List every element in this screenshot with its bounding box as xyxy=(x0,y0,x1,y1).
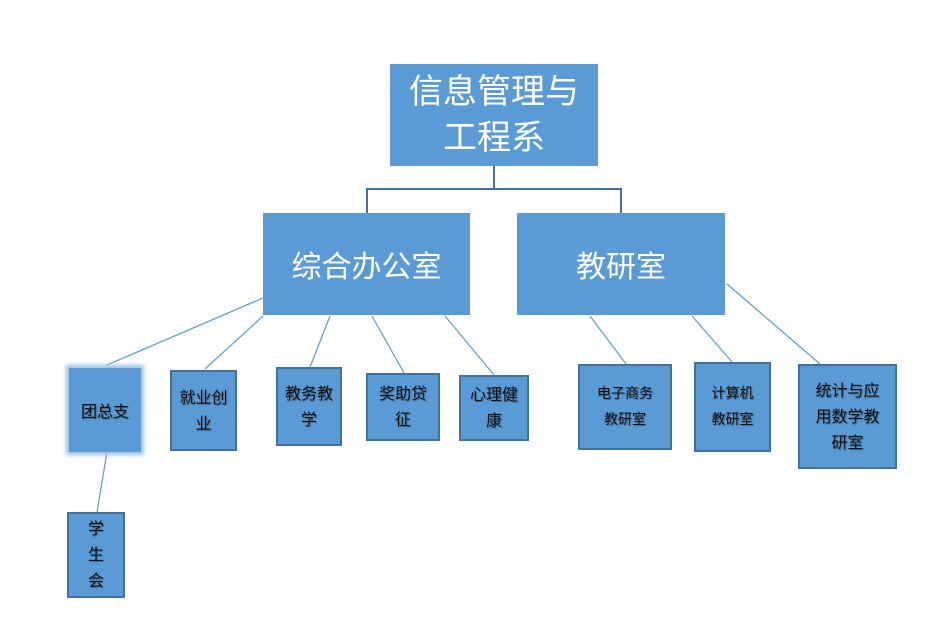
connector-line xyxy=(371,315,405,374)
node-label: 电子商务教研室 xyxy=(597,386,653,428)
node-label: 心理健康 xyxy=(469,385,518,430)
node-label: 教务教学 xyxy=(284,383,333,429)
node-ecommerce: 电子商务教研室 xyxy=(578,364,672,450)
node-league: 团总支 xyxy=(69,368,141,452)
node-office: 综合办公室 xyxy=(263,213,470,315)
node-student-union: 学生会 xyxy=(67,512,125,598)
connector-line xyxy=(726,283,821,365)
connector-line xyxy=(589,315,627,365)
node-label: 就业创业 xyxy=(179,387,228,433)
node-label: 综合办公室 xyxy=(291,250,442,285)
connector-line xyxy=(444,315,495,376)
root-connector xyxy=(494,188,622,213)
node-label: 奖助贷征 xyxy=(378,384,427,429)
node-computer: 计算机教研室 xyxy=(694,362,771,452)
node-label: 团总支 xyxy=(80,402,129,421)
node-label: 统计与应用数学教研室 xyxy=(815,380,880,452)
node-label: 教研室 xyxy=(576,250,666,285)
connector-line xyxy=(106,297,264,366)
node-label: 学生会 xyxy=(88,519,105,590)
node-statistics: 统计与应用数学教研室 xyxy=(798,364,897,469)
root-node: 信息管理与工程系 xyxy=(390,64,598,166)
node-label: 计算机教研室 xyxy=(711,386,754,428)
root-connector xyxy=(366,166,495,213)
connector-line xyxy=(204,315,264,370)
node-research: 教研室 xyxy=(517,213,725,315)
node-employment: 就业创业 xyxy=(170,370,237,451)
node-teaching: 教务教学 xyxy=(276,367,342,446)
connector-line xyxy=(309,315,331,368)
connector-line xyxy=(96,451,108,513)
node-label: 信息管理与工程系 xyxy=(409,72,579,158)
node-aid: 奖助贷征 xyxy=(366,373,440,441)
node-mental-health: 心理健康 xyxy=(459,375,529,441)
connector-line xyxy=(691,315,733,363)
